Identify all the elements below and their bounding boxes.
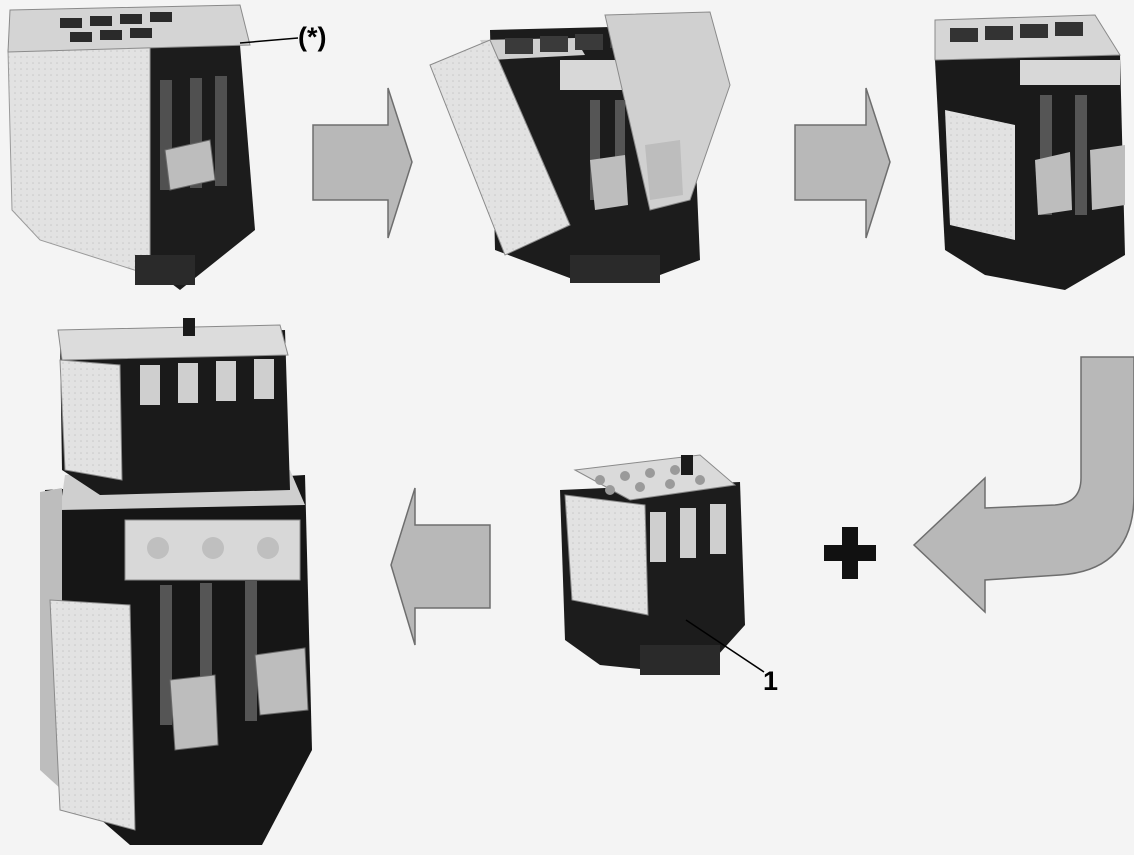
auxiliary-contact-block [560, 454, 745, 675]
left-arrow-icon [390, 487, 491, 646]
contactor-step-1 [7, 4, 255, 290]
asterisk-annotation: (*) [298, 22, 327, 52]
callout-leader-line [685, 619, 765, 673]
final-assembly [40, 318, 312, 845]
curved-down-left-arrow-icon [912, 356, 1134, 614]
asterisk-leader-line [239, 37, 299, 44]
right-arrow-icon [794, 87, 891, 239]
right-arrow-icon [312, 87, 413, 239]
callout-number-1: 1 [763, 666, 779, 696]
contactor-step-3-bare [934, 14, 1125, 290]
plus-icon [824, 527, 876, 579]
contactor-step-2-opening [429, 11, 731, 283]
